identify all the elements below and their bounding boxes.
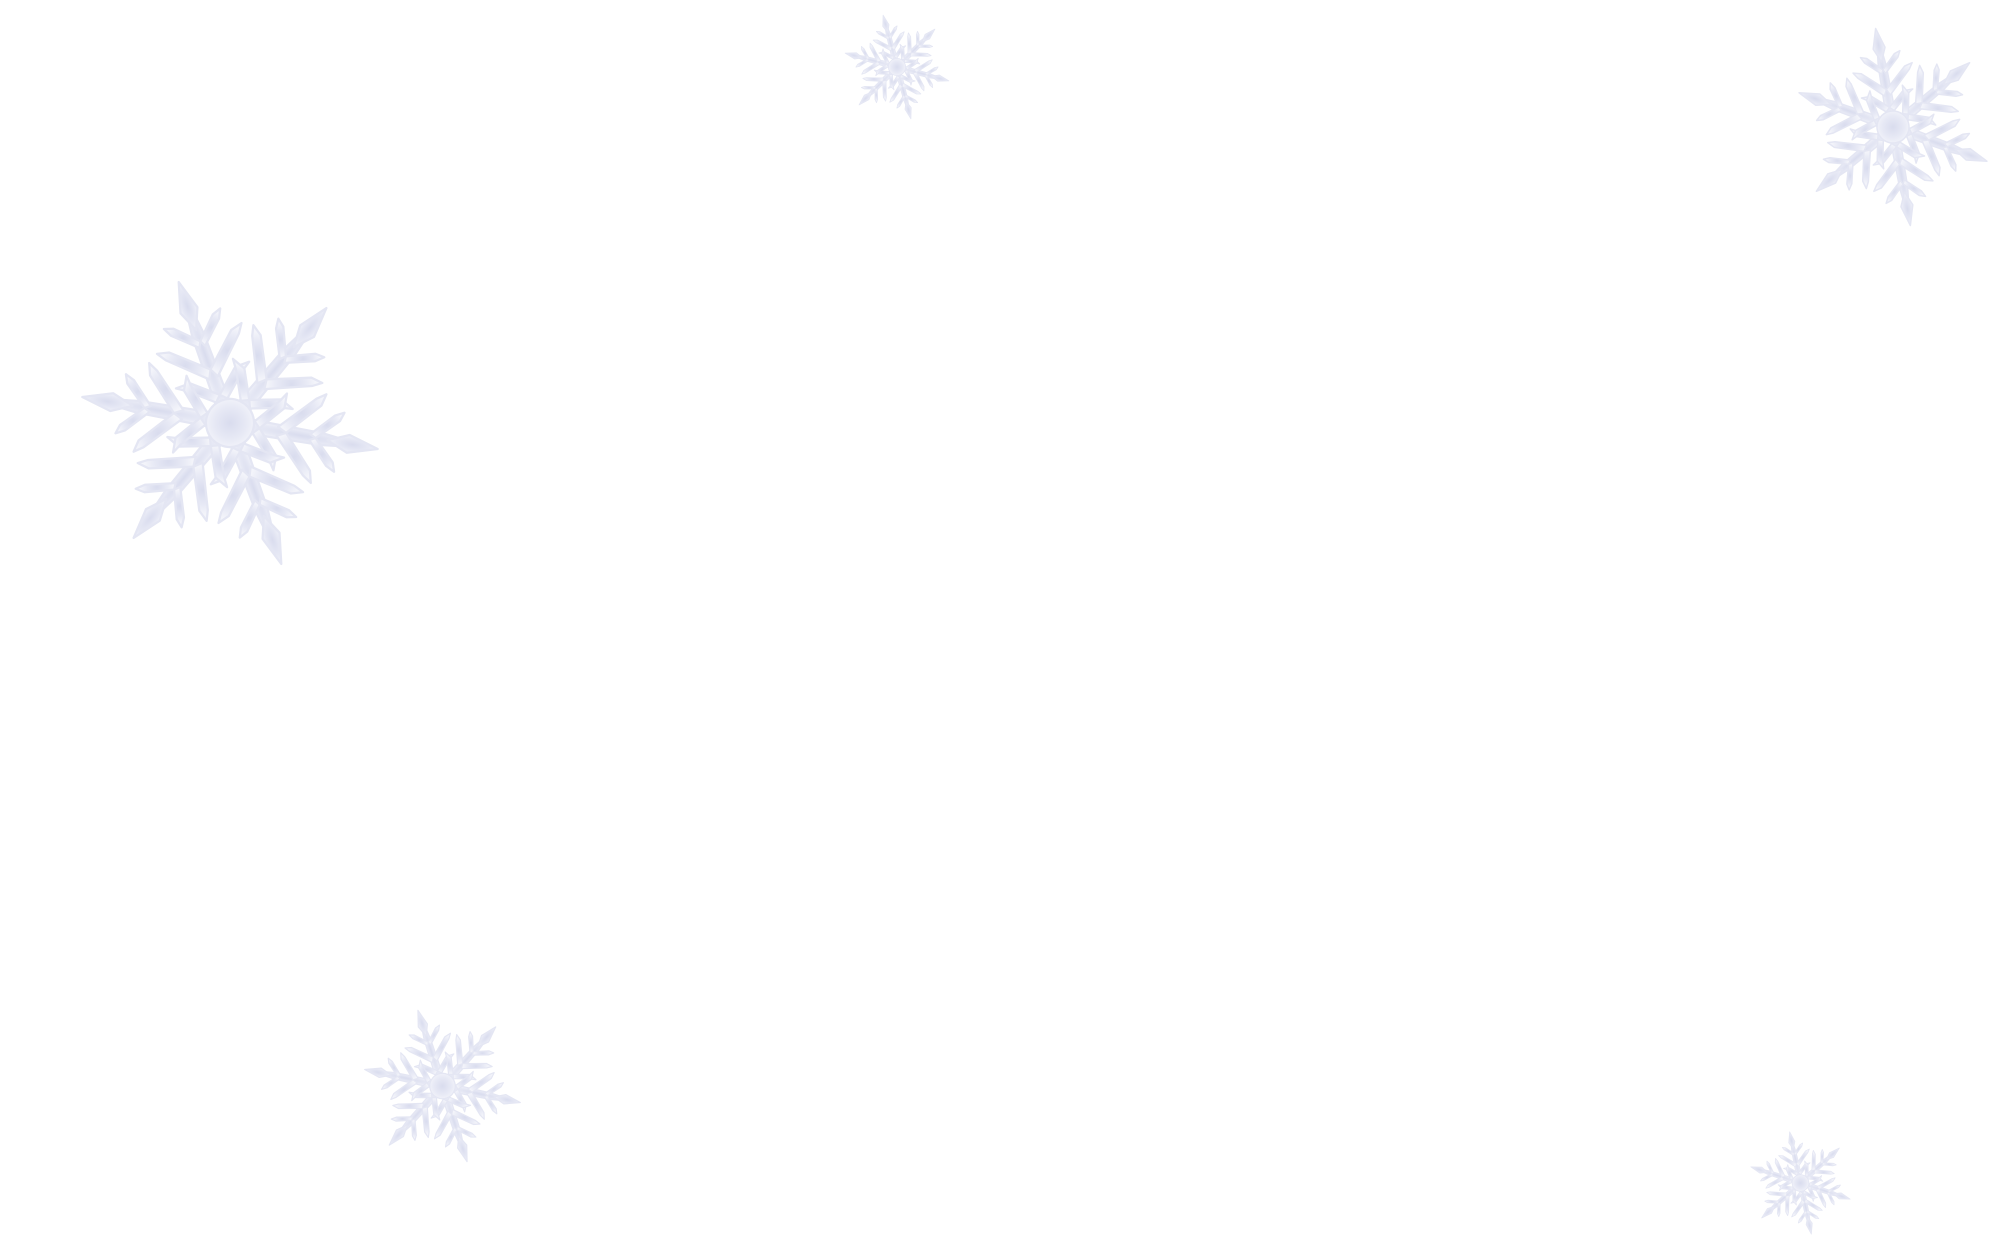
snowflake-icon xyxy=(355,995,530,1177)
snowflake-icon xyxy=(1743,1125,1858,1241)
snowflake-icon xyxy=(1783,14,2003,240)
snowflake-icon xyxy=(838,8,956,126)
snowflake-icon xyxy=(55,258,405,588)
